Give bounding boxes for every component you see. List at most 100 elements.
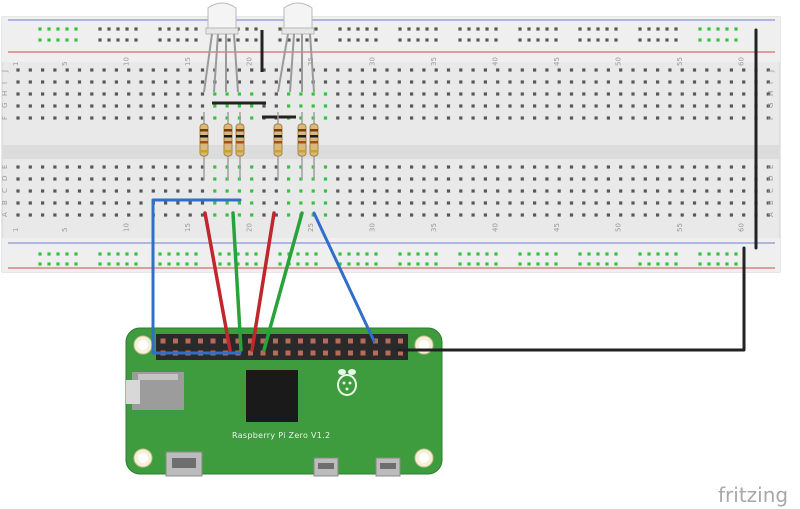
breadboard-hole [77,116,82,120]
breadboard-hole [213,116,217,120]
row-letter: J [767,70,775,73]
breadboard-hole [114,213,118,217]
breadboard-hole [336,213,340,217]
breadboard-hole [41,213,45,217]
rail-hole [656,38,660,42]
breadboard-hole [496,189,500,193]
breadboard-hole [77,213,82,217]
breadboard-hole [250,201,254,205]
rail-hole [356,27,360,31]
breadboard-hole [348,80,352,84]
breadboard-hole [619,189,623,193]
breadboard-hole [434,104,438,108]
breadboard-hole [274,104,278,108]
breadboard-hole [729,213,733,217]
rail-hole [596,252,600,256]
rail-hole [38,262,42,266]
breadboard-hole [274,177,278,181]
breadboard-hole [41,104,45,108]
breadboard-hole [114,165,118,169]
rail-hole [725,27,729,31]
breadboard-hole [680,177,684,181]
breadboard-hole [65,116,69,120]
rail-hole [47,27,51,31]
breadboard-hole [631,116,635,120]
rail-hole [494,27,498,31]
breadboard-hole [434,189,438,193]
breadboard-hole [717,80,721,84]
breadboard-hole [422,165,426,169]
breadboard-hole [582,104,586,108]
rail-hole [716,38,720,42]
rail-hole [236,252,240,256]
gpio-pin [273,338,278,344]
rail-hole [56,27,60,31]
breadboard-hole [483,116,487,120]
rail-hole [578,27,582,31]
breadboard-hole [557,116,561,120]
breadboard-hole [705,201,709,205]
rail-hole [125,262,129,266]
breadboard-hole [508,80,512,84]
breadboard-hole [557,189,561,193]
breadboard-hole [360,201,364,205]
breadboard-hole [471,213,475,217]
breadboard-hole [360,116,364,120]
gpio-pin [298,350,303,356]
breadboard-hole [274,68,278,72]
rail-hole [65,252,69,256]
rail-hole [134,252,138,256]
breadboard-hole [459,201,463,205]
breadboard-hole [262,92,266,96]
rail-hole [407,252,411,256]
rail-hole [527,262,531,266]
breadboard-hole [336,68,340,72]
breadboard-hole [151,68,155,72]
gpio-pin [373,350,378,356]
breadboard-hole [668,189,672,193]
breadboard-hole [225,80,229,84]
breadboard-hole [164,189,168,193]
rail-hole [398,262,402,266]
row-letter: D [767,176,775,181]
breadboard-hole [287,68,291,72]
breadboard-hole [483,80,487,84]
breadboard-hole [127,189,131,193]
breadboard-hole [237,80,241,84]
row-letter: B [767,200,775,205]
breadboard-hole [508,165,512,169]
breadboard-hole [225,201,229,205]
wire-red-2 [250,211,276,352]
column-number: 20 [246,57,254,66]
breadboard-hole [582,177,586,181]
breadboard-hole [373,116,377,120]
rail-hole [407,262,411,266]
rail-hole [434,252,438,256]
rail-hole [716,262,720,266]
breadboard-hole [360,80,364,84]
breadboard-hole [348,116,352,120]
breadboard-hole [164,201,168,205]
rail-hole [554,38,558,42]
rail-hole [734,38,738,42]
breadboard-hole [114,68,118,72]
breadboard-hole [508,201,512,205]
rail-hole [485,27,489,31]
rail-hole [356,38,360,42]
column-number: 50 [615,223,623,232]
breadboard-hole [533,177,537,181]
breadboard-hole [766,201,770,205]
breadboard-hole [496,165,500,169]
rail-hole [545,27,549,31]
rail-hole [374,38,378,42]
breadboard-hole [139,104,143,108]
breadboard-hole [65,165,69,169]
breadboard-hole [188,80,192,84]
gpio-pin [198,338,203,344]
breadboard-hole [459,177,463,181]
breadboard-hole [459,165,463,169]
breadboard-hole [114,92,118,96]
breadboard-hole [176,177,180,181]
